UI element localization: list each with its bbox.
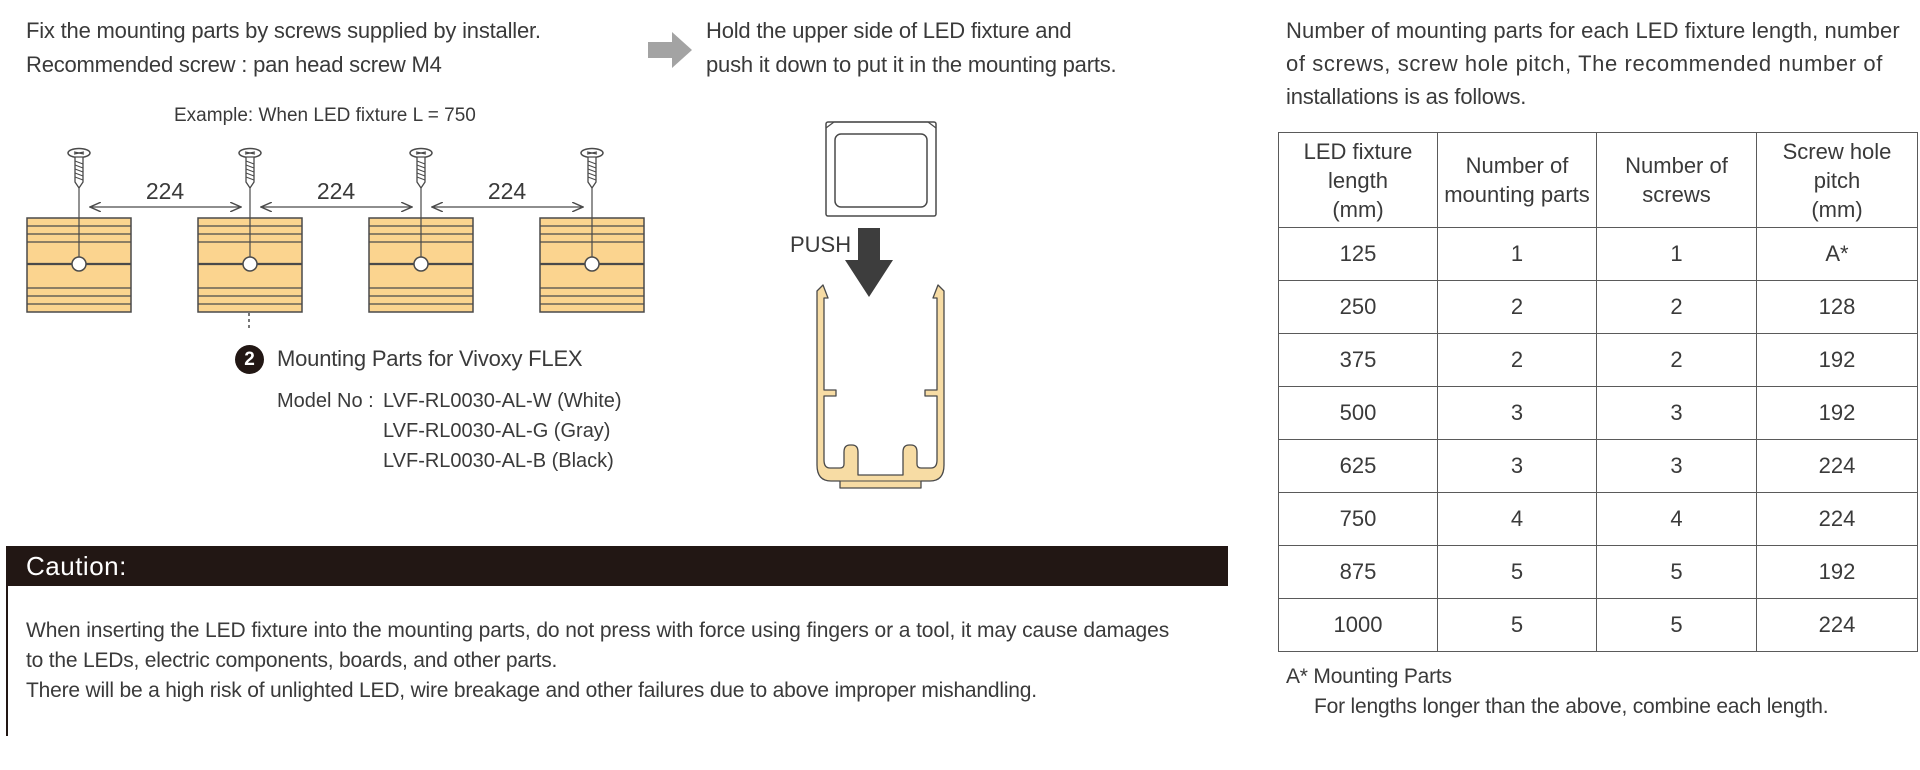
table-intro-line1: Number of mounting parts for each LED fi…	[1286, 18, 1900, 43]
model-gray: LVF-RL0030-AL-G (Gray)	[383, 420, 611, 442]
table-intro-line2: of screws, screw hole pitch, The recomme…	[1286, 51, 1883, 76]
spacing-label: 224	[146, 178, 185, 204]
down-arrow-icon	[845, 228, 893, 297]
push-label: PUSH	[790, 232, 851, 257]
table-header-row: LED fixture length (mm) Number of mounti…	[1278, 132, 1918, 228]
screw-icon	[238, 147, 262, 189]
spacing-label: 224	[488, 178, 527, 204]
step2-line2: push it down to put it in the mounting p…	[706, 52, 1117, 77]
push-diagram: PUSH	[790, 121, 945, 489]
model-label: Model No :	[277, 390, 374, 412]
callout-badge: 2	[235, 345, 264, 374]
part-name: Mounting Parts for Vivoxy FLEX	[277, 346, 583, 371]
footnote-line1: A* Mounting Parts	[1286, 665, 1452, 688]
header-mounting-parts: Number of mounting parts	[1437, 132, 1597, 228]
model-white: LVF-RL0030-AL-W (White)	[383, 390, 622, 412]
model-black: LVF-RL0030-AL-B (Black)	[383, 450, 614, 472]
caution-line1: When inserting the LED fixture into the …	[26, 619, 1170, 642]
mounting-parts-diagram: 224 224 224	[25, 147, 646, 328]
screw-icon	[67, 147, 91, 189]
mounting-table: LED fixture length (mm) Number of mounti…	[1278, 132, 1918, 652]
header-screws: Number of screws	[1596, 132, 1757, 228]
step1-line2: Recommended screw : pan head screw M4	[26, 52, 442, 77]
caution-rule	[6, 586, 8, 736]
mounting-profile	[816, 284, 945, 489]
caution-line2: to the LEDs, electric components, boards…	[26, 649, 558, 672]
example-label: Example: When LED fixture L = 750	[174, 105, 476, 126]
table-intro-line3: installations is as follows.	[1286, 84, 1527, 109]
header-pitch: Screw hole pitch (mm)	[1756, 132, 1918, 228]
screw-icon	[580, 147, 604, 189]
spacing-label: 224	[317, 178, 356, 204]
footnote-line2: For lengths longer than the above, combi…	[1314, 695, 1829, 718]
step1-line1: Fix the mounting parts by screws supplie…	[26, 18, 541, 43]
right-arrow-icon	[648, 32, 692, 68]
step2-line1: Hold the upper side of LED fixture and	[706, 18, 1072, 43]
screw-icon	[409, 147, 433, 189]
header-led-length: LED fixture length (mm)	[1278, 132, 1438, 228]
caution-header: Caution:	[6, 546, 1228, 586]
caution-line3: There will be a high risk of unlighted L…	[26, 679, 1037, 702]
